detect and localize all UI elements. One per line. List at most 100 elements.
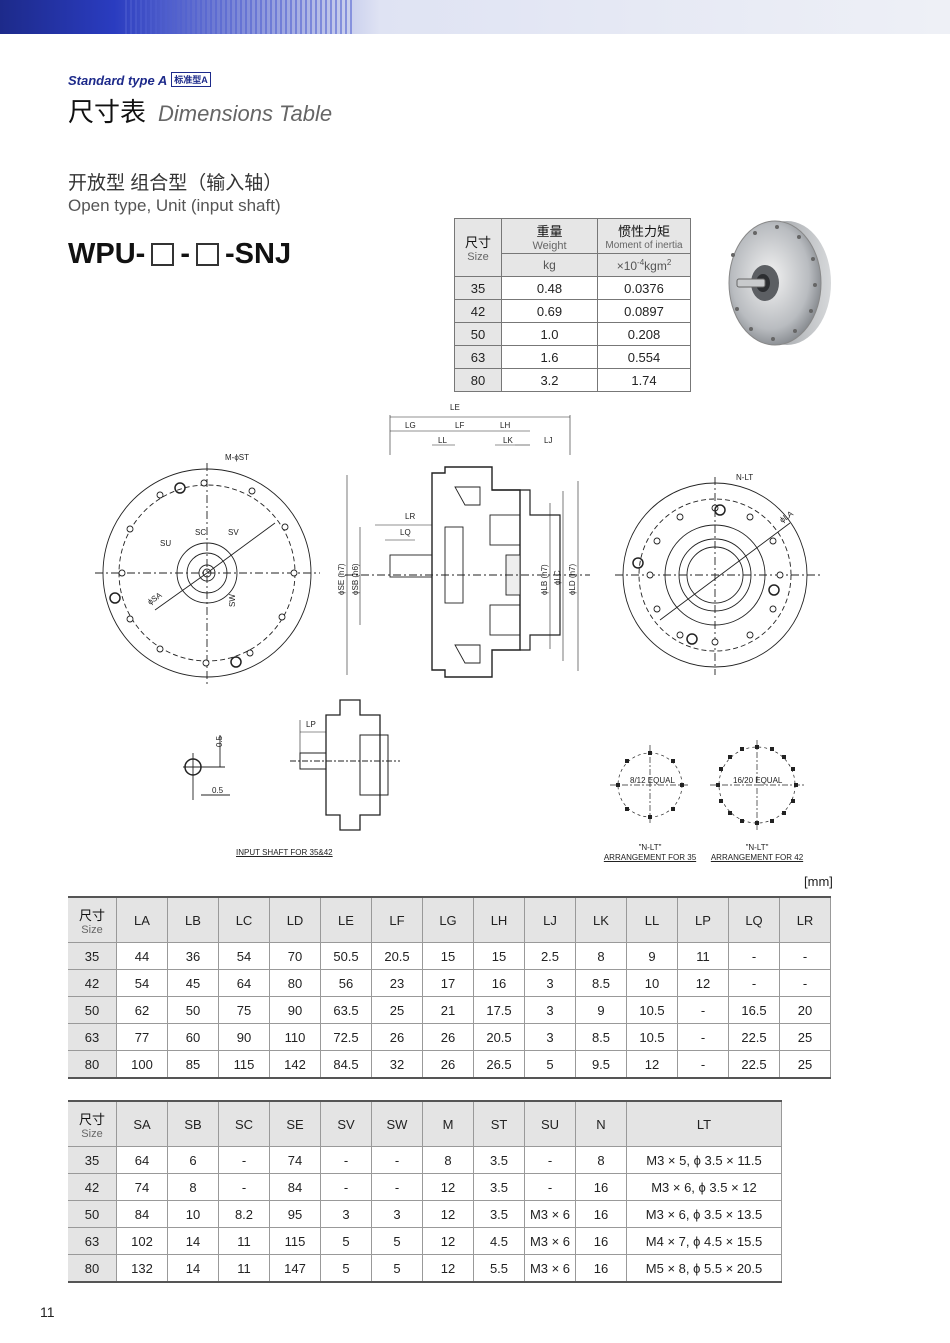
size-cell: 42	[68, 1173, 117, 1201]
caption-nlt-42-a: "N-LT"	[745, 843, 769, 852]
value-cell: 8	[575, 1146, 627, 1174]
value-cell: 45	[167, 969, 219, 997]
column-header: LJ	[524, 896, 576, 943]
value-cell: 22.5	[728, 1023, 780, 1051]
value-cell: 2.5	[524, 942, 576, 970]
value-cell: 5	[320, 1227, 372, 1255]
value-cell: 17	[422, 969, 474, 997]
title-cn: 尺寸表	[68, 97, 147, 127]
column-header: SE	[269, 1100, 321, 1147]
label-05-horizontal: 0.5	[212, 786, 224, 795]
size-header-cn: 尺寸	[78, 907, 105, 923]
value-cell: -	[371, 1173, 423, 1201]
size-cell: 42	[68, 969, 117, 997]
size-header-en: Size	[81, 923, 103, 936]
value-cell: 21	[422, 996, 474, 1024]
value-cell: 10	[626, 969, 678, 997]
value-cell: 5	[371, 1227, 423, 1255]
value-cell: 63.5	[320, 996, 372, 1024]
value-cell: 3.5	[473, 1200, 525, 1228]
inertia-unit-pre: ×10	[616, 258, 638, 273]
value-cell: -	[218, 1173, 270, 1201]
value-cell: 60	[167, 1023, 219, 1051]
value-cell: M3 × 5, ϕ 3.5 × 11.5	[626, 1146, 782, 1174]
value-cell: 102	[116, 1227, 168, 1255]
value-cell: 26	[422, 1023, 474, 1051]
label-lp: LP	[306, 720, 316, 729]
column-header: LR	[779, 896, 831, 943]
size-cell: 50	[454, 322, 502, 346]
value-cell: 20.5	[371, 942, 423, 970]
value-cell: 84.5	[320, 1050, 372, 1079]
subtitle-cn: 开放型 组合型（输入轴）	[68, 173, 283, 194]
label-eq-1620: 16/20 EQUAL	[733, 776, 783, 785]
value-cell: 16	[575, 1227, 627, 1255]
value-cell: 26.5	[473, 1050, 525, 1079]
value-cell: 84	[269, 1173, 321, 1201]
value-cell: 9	[575, 996, 627, 1024]
value-cell: 56	[320, 969, 372, 997]
label-lq: LQ	[400, 528, 411, 537]
value-cell: -	[524, 1173, 576, 1201]
value-cell: 10	[167, 1200, 219, 1228]
column-header: M	[422, 1100, 474, 1147]
label-se: ϕSE (h7)	[337, 563, 346, 595]
column-header: LK	[575, 896, 627, 943]
value-cell: 26	[422, 1050, 474, 1079]
value-cell: 64	[116, 1146, 168, 1174]
tolerance-detail	[183, 735, 230, 800]
value-cell: 1.74	[597, 368, 691, 392]
value-cell: 80	[269, 969, 321, 997]
column-header: LL	[626, 896, 678, 943]
top-banner	[0, 0, 950, 34]
value-cell: 15	[473, 942, 525, 970]
front-view-left	[95, 463, 320, 685]
value-cell: 50.5	[320, 942, 372, 970]
column-header: SV	[320, 1100, 372, 1147]
column-header: LD	[269, 896, 321, 943]
size-cell: 63	[454, 345, 502, 369]
value-cell: -	[320, 1146, 372, 1174]
value-cell: 16	[473, 969, 525, 997]
value-cell: 3.5	[473, 1146, 525, 1174]
value-cell: -	[779, 942, 831, 970]
label-nlt: N-LT	[736, 473, 753, 482]
label-eq-812: 8/12 EQUAL	[630, 776, 675, 785]
value-cell: 16	[575, 1173, 627, 1201]
value-cell: M3 × 6	[524, 1200, 576, 1228]
label-su: SU	[160, 539, 171, 548]
value-cell: 12	[422, 1173, 474, 1201]
column-header: ST	[473, 1100, 525, 1147]
value-cell: 0.554	[597, 345, 691, 369]
value-cell: 36	[167, 942, 219, 970]
caption-nlt-35-b: ARRANGEMENT FOR 35	[603, 853, 697, 862]
value-cell: 90	[269, 996, 321, 1024]
value-cell: M5 × 8, ϕ 5.5 × 20.5	[626, 1254, 782, 1283]
value-cell: 20.5	[473, 1023, 525, 1051]
value-cell: 16	[575, 1254, 627, 1283]
value-cell: 8.5	[575, 969, 627, 997]
value-cell: 95	[269, 1200, 321, 1228]
column-header: LP	[677, 896, 729, 943]
side-section-view	[345, 415, 590, 678]
column-header: SW	[371, 1100, 423, 1147]
value-cell: 3	[524, 996, 576, 1024]
value-cell: 0.0897	[597, 299, 691, 323]
value-cell: 25	[779, 1023, 831, 1051]
value-cell: 100	[116, 1050, 168, 1079]
value-cell: 12	[677, 969, 729, 997]
label-lb: ϕLB (h7)	[540, 564, 549, 595]
label-sw: SW	[228, 594, 237, 607]
value-cell: 12	[422, 1200, 474, 1228]
value-cell: 132	[116, 1254, 168, 1283]
value-cell: 75	[218, 996, 270, 1024]
